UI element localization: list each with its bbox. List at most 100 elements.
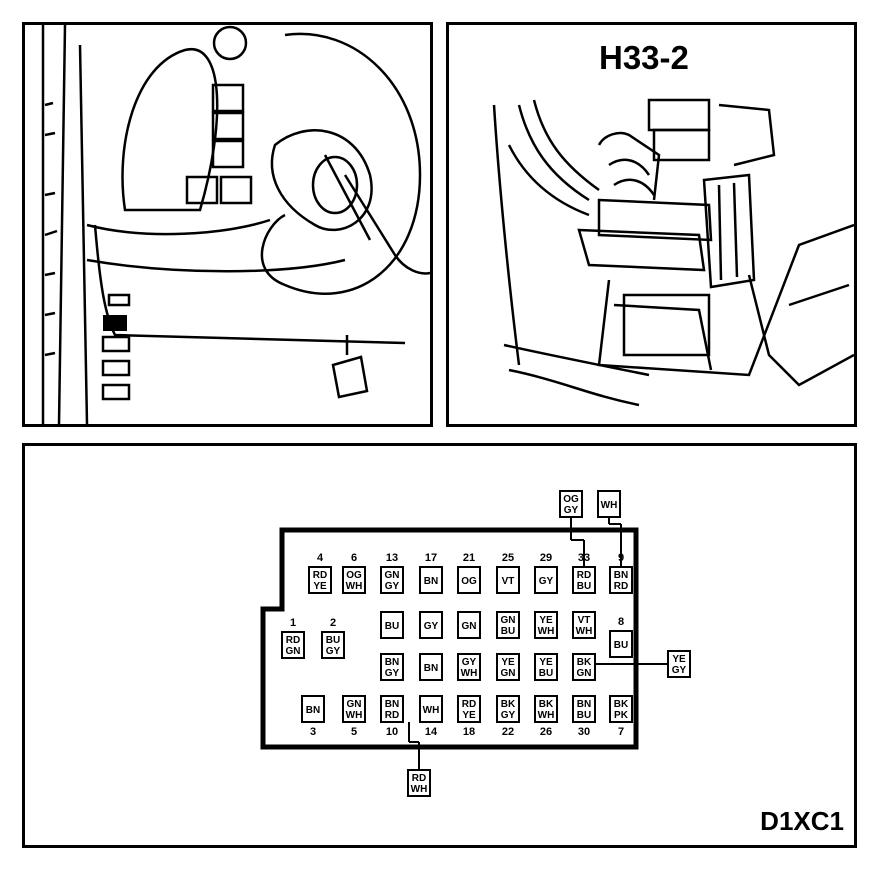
wire-color-primary: RD: [412, 773, 426, 784]
pin-number: 21: [463, 552, 475, 564]
wire-color-secondary: GY: [385, 668, 400, 679]
pin-cavity: OG 21: [457, 552, 481, 594]
wire-color-secondary: GY: [501, 710, 516, 721]
wire-color-primary: GY: [539, 576, 554, 587]
wire-color-primary: RD: [286, 635, 300, 646]
wire-color-primary: OG: [461, 576, 477, 587]
wire-color-primary: YE: [539, 657, 553, 668]
dashboard-location-panel: [22, 22, 433, 427]
pin-number: 25: [502, 552, 514, 564]
wire-color-secondary: GN: [501, 668, 516, 679]
pin-number: 10: [386, 726, 398, 738]
wire-color-secondary: GN: [286, 646, 301, 657]
pin-number: 8: [618, 616, 624, 628]
pin-number: 14: [425, 726, 438, 738]
wire-color-primary: RD: [577, 570, 591, 581]
wire-color-primary: RD: [313, 570, 327, 581]
highlighted-module-marker: [103, 315, 127, 331]
pin-number: 26: [540, 726, 552, 738]
wire-color-primary: YE: [672, 654, 686, 665]
wire-color-secondary: GY: [564, 505, 579, 516]
wire-color-primary: GN: [385, 570, 400, 581]
pin-number: 4: [317, 552, 324, 564]
pin-number: 1: [290, 617, 296, 629]
wire-color-primary: BN: [385, 699, 399, 710]
wire-color-primary: BU: [385, 621, 399, 632]
connector-illustration: [492, 98, 854, 407]
wire-color-secondary: BU: [539, 668, 553, 679]
wire-color-primary: GY: [424, 621, 439, 632]
wire-color-primary: YE: [539, 615, 553, 626]
pin-number: 17: [425, 552, 437, 564]
pin-cavity: BU: [380, 611, 404, 639]
external-wire-tag: WH: [597, 490, 621, 518]
diagram-code: D1XC1: [760, 806, 844, 836]
wire-color-secondary: WH: [538, 710, 555, 721]
wire-color-primary: BN: [306, 705, 320, 716]
wire-color-secondary: WH: [346, 581, 363, 592]
wire-color-secondary: BU: [501, 626, 515, 637]
wire-color-primary: BK: [501, 699, 516, 710]
pin-number: 6: [351, 552, 357, 564]
wire-color-primary: OG: [563, 494, 579, 505]
wire-color-primary: RD: [462, 699, 476, 710]
pin-number: 30: [578, 726, 590, 738]
dashboard-illustration: [41, 25, 430, 424]
wire-color-primary: BU: [326, 635, 340, 646]
wire-color-secondary: YE: [313, 581, 327, 592]
wire-color-primary: BK: [614, 699, 629, 710]
wire-color-secondary: GY: [672, 665, 687, 676]
wire-color-secondary: GY: [326, 646, 341, 657]
connector-face-outline: [260, 527, 639, 750]
pin-cavity: VT 25: [496, 552, 520, 594]
wire-color-primary: BN: [424, 663, 438, 674]
wire-color-secondary: WH: [538, 626, 555, 637]
wire-color-secondary: GY: [385, 581, 400, 592]
wire-color-secondary: GN: [577, 668, 592, 679]
pin-number: 22: [502, 726, 514, 738]
pin-number: 5: [351, 726, 357, 738]
connector-detail-panel: H33-2: [446, 22, 857, 427]
wire-color-secondary: BU: [577, 710, 591, 721]
wire-color-primary: VT: [502, 576, 515, 587]
pin-number: 13: [386, 552, 398, 564]
pinout-panel: RDYE4OGWH6GNGY13BN17OG21VT25GY29RDBU33BN…: [22, 443, 857, 848]
wire-color-secondary: WH: [411, 784, 428, 795]
wire-color-primary: YE: [501, 657, 515, 668]
pin-number: 7: [618, 726, 624, 738]
pin-cavity: GY 29: [534, 552, 558, 594]
pin-number: 29: [540, 552, 552, 564]
wire-color-primary: GN: [501, 615, 516, 626]
wire-color-primary: BN: [614, 570, 628, 581]
pin-cavity: BN: [419, 653, 443, 681]
pin-cavity: WH 14: [419, 695, 443, 738]
wire-color-primary: GY: [462, 657, 477, 668]
wire-color-primary: BK: [577, 657, 592, 668]
wire-color-primary: BK: [539, 699, 554, 710]
wire-color-secondary: WH: [461, 668, 478, 679]
pinout-diagram: RDYE4OGWH6GNGY13BN17OG21VT25GY29RDBU33BN…: [260, 490, 691, 797]
wire-color-primary: WH: [423, 705, 440, 716]
wire-color-primary: BU: [614, 640, 628, 651]
